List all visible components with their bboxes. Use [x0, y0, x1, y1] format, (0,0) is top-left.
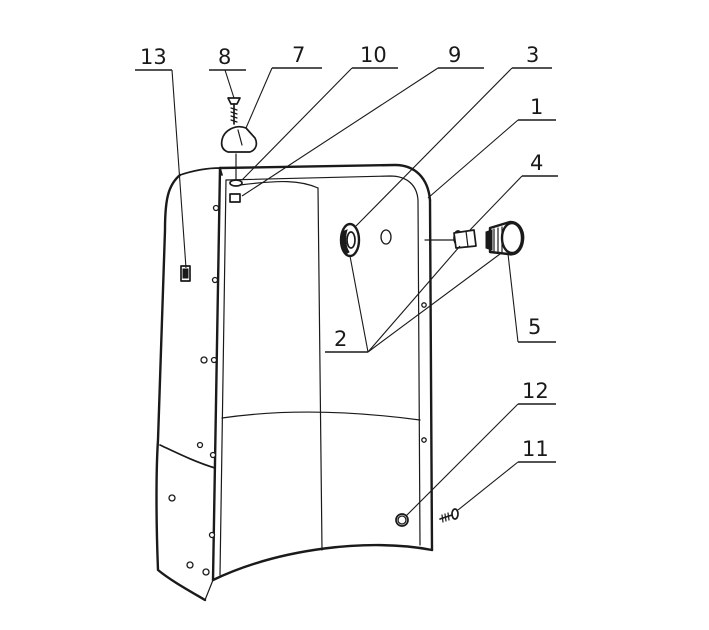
cover-top-rim — [218, 163, 432, 202]
cover-screw-hole — [397, 515, 407, 525]
label-4: 4 — [530, 151, 543, 175]
part-3-ring-shade — [340, 229, 350, 255]
cover-hole — [200, 356, 208, 364]
part-7-bracket-detail — [237, 129, 243, 146]
cover-hole — [208, 531, 216, 539]
callout-leader-4 — [469, 175, 523, 231]
label-11: 11 — [522, 437, 549, 461]
part-5-cylinder-shade — [485, 229, 493, 251]
cover-top-rim-inner — [225, 175, 419, 201]
part-8-screw — [227, 97, 241, 125]
part-11-screw-thread — [441, 512, 450, 523]
part-12-grommet-ring — [395, 513, 409, 527]
callout-leader-1 — [427, 119, 519, 199]
part-4-pin-body — [453, 229, 477, 249]
callout-leader-10 — [241, 67, 353, 181]
cover-hole — [209, 451, 217, 459]
label-9: 9 — [448, 43, 461, 67]
cover-lock-opening — [380, 229, 392, 245]
part-12-grommet — [395, 513, 409, 527]
cover-front-left-edge — [211, 166, 222, 582]
label-10: 10 — [360, 43, 387, 67]
part-5-cylinder-thread — [493, 226, 503, 253]
callout-leader-7 — [245, 67, 273, 129]
cover-inner-band — [221, 411, 421, 421]
cover-hole — [421, 302, 427, 308]
part-9-nut — [229, 193, 241, 203]
label-7: 7 — [292, 43, 305, 67]
callout-leader-2a — [349, 255, 369, 353]
callout-leader-3 — [355, 67, 513, 227]
part-10-washer-ring — [229, 179, 243, 187]
cover-hole — [211, 276, 219, 284]
callout-leader-2b — [367, 245, 461, 353]
cover-hole — [212, 204, 220, 212]
part-13-clip — [180, 265, 191, 282]
part-5-lock-cylinder — [485, 220, 525, 256]
part-11-screw-head — [451, 508, 459, 520]
cover-bottom-edge — [211, 543, 434, 582]
callout-leader-2c — [367, 253, 501, 353]
part-3-lock-ring — [339, 222, 361, 258]
cover-front-left-inner — [219, 179, 227, 576]
cover-left-wall — [155, 173, 207, 602]
callout-leader-8 — [224, 69, 235, 99]
part-3-ring-inner — [346, 231, 356, 249]
part-8-screw-head — [227, 97, 241, 105]
callout-leader-11 — [457, 461, 519, 511]
part-10-washer — [229, 153, 243, 187]
cover-hole — [186, 561, 194, 569]
cover-panel — [155, 163, 434, 602]
label-1: 1 — [530, 95, 543, 119]
cover-skirt-bottom — [157, 569, 214, 601]
part-4-pin-detail — [465, 230, 469, 248]
cover-hole — [210, 356, 218, 364]
callout-leader-9 — [241, 67, 439, 197]
part-7-bracket-body — [220, 125, 258, 153]
cover-back-seam — [317, 187, 323, 551]
label-8: 8 — [218, 45, 231, 69]
part-labels: 13 8 7 10 9 3 1 4 5 2 12 11 — [140, 43, 549, 461]
label-3: 3 — [526, 43, 539, 67]
part-11-screw — [439, 508, 459, 523]
cover-hole — [421, 437, 427, 443]
cover-hole — [196, 441, 204, 449]
cover-lower-skirt-line — [159, 444, 216, 469]
label-12: 12 — [522, 379, 549, 403]
callout-leader-12 — [405, 403, 519, 517]
cover-front-right-edge — [428, 198, 434, 552]
cover-hole — [202, 568, 210, 576]
part-9-nut-body — [229, 193, 241, 203]
callout-leader-5 — [507, 253, 519, 343]
part-13-clip-fill — [182, 268, 189, 279]
cover-hole — [168, 494, 176, 502]
part-4-pin — [424, 229, 477, 249]
callout-leader-13 — [171, 69, 187, 269]
label-2: 2 — [334, 327, 347, 351]
cover-left-wall-inner — [179, 167, 223, 176]
cover-back-top-curve — [239, 180, 319, 189]
label-13: 13 — [140, 45, 167, 69]
part-8-screw-thread — [230, 107, 238, 123]
cover-front-right-inner — [417, 199, 421, 546]
callouts — [135, 67, 558, 517]
label-5: 5 — [528, 315, 541, 339]
part-7-bracket — [220, 125, 258, 153]
